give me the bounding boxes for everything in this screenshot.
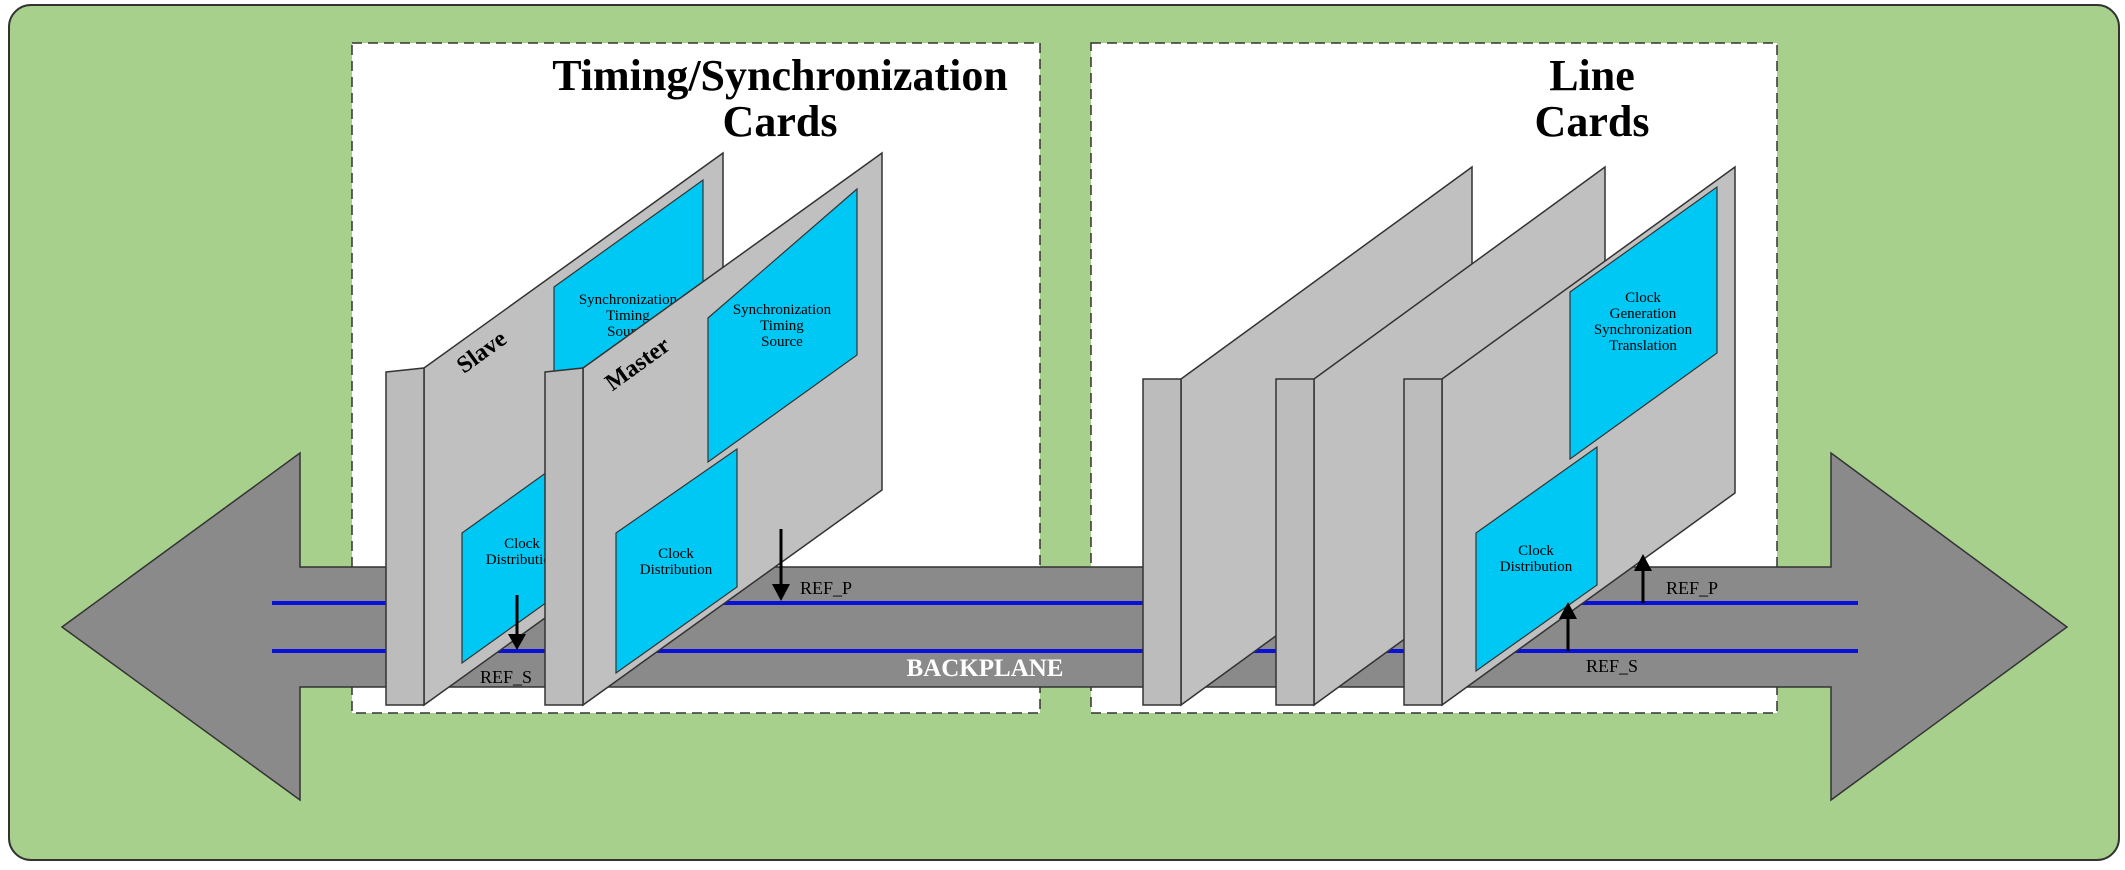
slave-card-edge: [385, 367, 425, 706]
line-card-3: Clock Generation Synchronization Transla…: [1403, 165, 1736, 707]
master-clock-chip: [615, 447, 738, 675]
line-gen-text-2: Generation: [1610, 306, 1677, 322]
line-card-2-edge: [1275, 378, 1315, 706]
line-title-line2: Cards: [1535, 97, 1650, 146]
line-clock-text-1: Clock: [1518, 543, 1554, 559]
ref-s-timing-label: REF_S: [480, 667, 532, 687]
slave-clock-text-2: Distribution: [486, 552, 559, 568]
line-clock-chip: [1475, 445, 1598, 673]
line-gen-chip: [1569, 185, 1718, 461]
master-clock-text-2: Distribution: [640, 562, 713, 578]
master-sync-text-2: Timing: [760, 318, 804, 334]
ref-p-timing-label: REF_P: [800, 578, 852, 598]
master-card-edge: [544, 367, 584, 706]
timing-title-line1: Timing/Synchronization: [552, 51, 1008, 100]
master-sync-text-3: Source: [761, 334, 803, 350]
line-card-3-edge: [1403, 378, 1443, 706]
background-panel: [8, 4, 2120, 861]
ref-p-line-arrow: [1634, 554, 1652, 603]
master-sync-text-1: Synchronization: [733, 302, 832, 318]
line-card-1-edge: [1142, 378, 1182, 706]
timing-title-line2: Cards: [723, 97, 838, 146]
line-title-line1: Line: [1549, 51, 1635, 100]
slave-clock-text-1: Clock: [504, 536, 540, 552]
ref-s-line-label: REF_S: [1586, 656, 1638, 676]
backplane-label: BACKPLANE: [907, 655, 1064, 682]
line-gen-text-4: Translation: [1609, 338, 1677, 354]
line-clock-text-2: Distribution: [1500, 559, 1573, 575]
backplane-arrow: [60, 451, 2069, 802]
slave-sync-text-2: Timing: [606, 308, 650, 324]
ref-p-timing-arrow: [772, 529, 790, 601]
master-card: Synchronization Timing Source Clock Dist…: [544, 151, 883, 707]
master-clock-text-1: Clock: [658, 546, 694, 562]
slave-sync-text-1: Synchronization: [579, 292, 678, 308]
ref-s-line-arrow: [1559, 602, 1577, 651]
ref-s-timing-arrow: [508, 595, 526, 650]
line-gen-text-1: Clock: [1625, 290, 1661, 306]
line-gen-text-3: Synchronization: [1594, 322, 1693, 338]
ref-p-line-label: REF_P: [1666, 578, 1718, 598]
master-sync-chip: [707, 187, 858, 464]
